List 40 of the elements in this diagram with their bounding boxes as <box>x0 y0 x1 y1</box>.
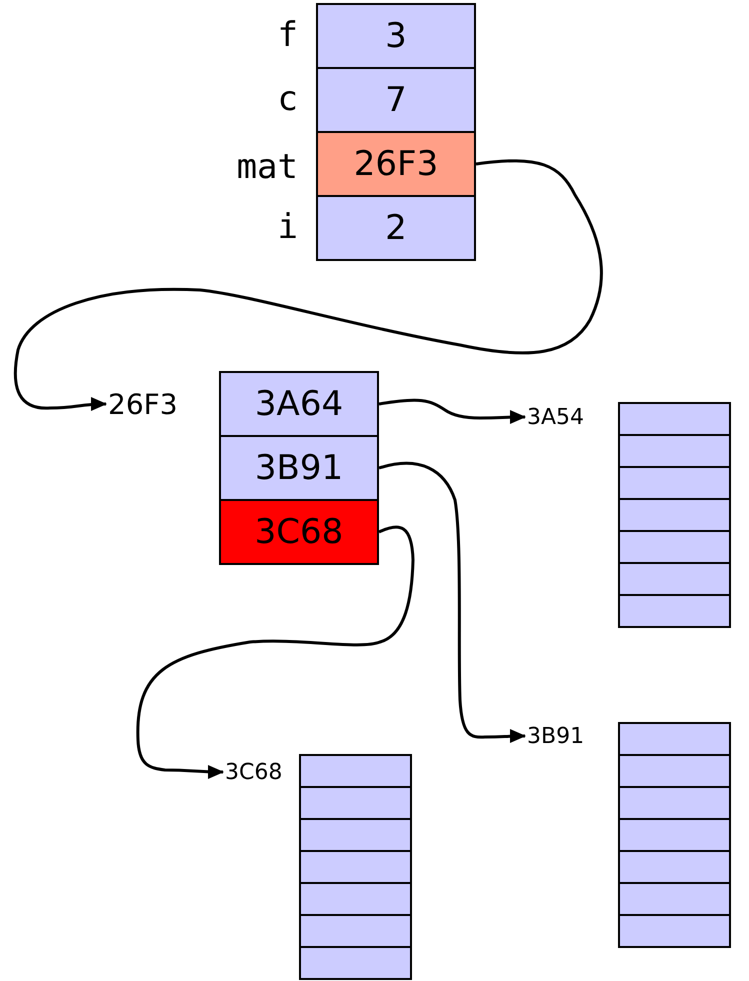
memory-cell: 3B91 <box>219 435 379 501</box>
empty-memory-cell <box>618 434 731 468</box>
memory-cell: 3C68 <box>219 499 379 565</box>
empty-memory-cell <box>618 530 731 564</box>
empty-memory-cell <box>618 850 731 884</box>
empty-memory-cell <box>618 914 731 948</box>
empty-memory-cell <box>299 786 412 820</box>
address-label: 26F3 <box>108 388 200 420</box>
empty-memory-cell <box>618 722 731 756</box>
address-label: 3B91 <box>527 722 589 750</box>
memory-cell: 3 <box>316 3 476 69</box>
address-label: 3C68 <box>225 758 287 786</box>
empty-memory-cell <box>299 914 412 948</box>
empty-memory-cell <box>618 786 731 820</box>
memory-cell: 2 <box>316 195 476 261</box>
memory-cell: 26F3 <box>316 131 476 197</box>
empty-memory-cell <box>618 594 731 628</box>
empty-memory-cell <box>618 882 731 916</box>
empty-memory-cell <box>299 946 412 980</box>
empty-memory-cell <box>618 498 731 532</box>
arrow <box>378 398 526 424</box>
empty-memory-cell <box>618 818 731 852</box>
memory-cell: 7 <box>316 67 476 133</box>
empty-memory-cell <box>618 562 731 596</box>
variable-name: f <box>278 18 298 52</box>
arrow <box>14 159 603 412</box>
empty-memory-cell <box>299 850 412 884</box>
empty-memory-cell <box>299 882 412 916</box>
empty-memory-cell <box>299 818 412 852</box>
arrow <box>136 526 414 779</box>
empty-memory-cell <box>618 402 731 436</box>
empty-memory-cell <box>618 754 731 788</box>
address-label: 3A54 <box>527 403 589 431</box>
arrow <box>378 462 526 744</box>
variable-name: mat <box>236 150 298 184</box>
variable-name: i <box>278 210 298 244</box>
variable-name: c <box>278 82 298 116</box>
empty-memory-cell <box>299 754 412 788</box>
memory-cell: 3A64 <box>219 371 379 437</box>
empty-memory-cell <box>618 466 731 500</box>
